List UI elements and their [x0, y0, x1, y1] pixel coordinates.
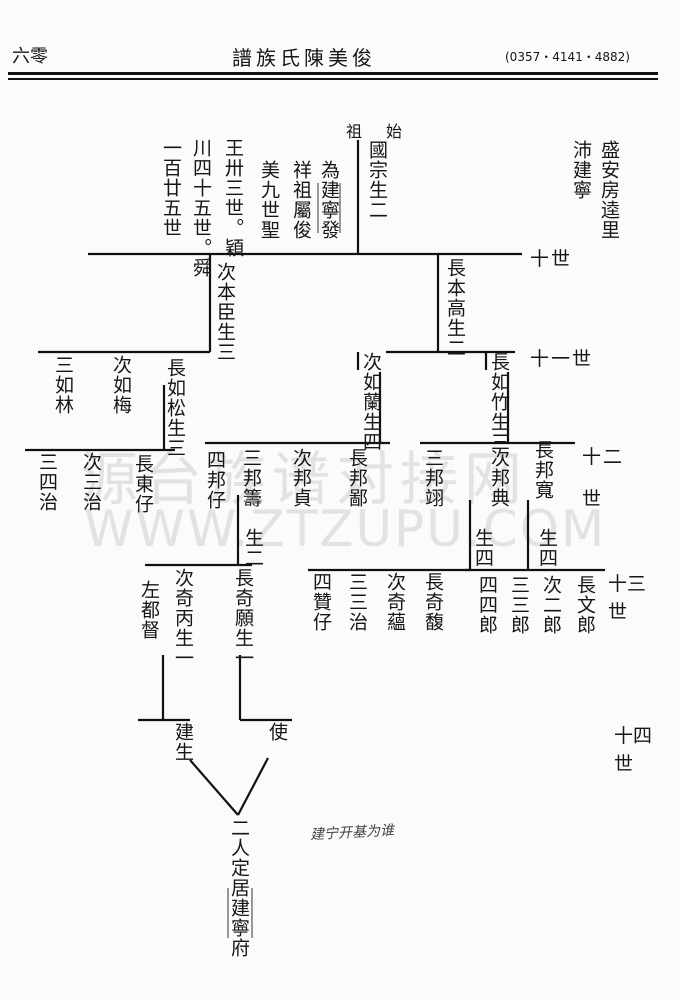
note-sheng2: 生二 — [242, 528, 264, 568]
person-zuodudu: 左都督 — [138, 580, 160, 640]
person-sanrulin: 三如林 — [52, 355, 74, 415]
person-sansizhi: 三四治 — [36, 452, 58, 512]
page-title: 譜族氏陳美俊 — [232, 46, 376, 70]
generation-10: 十世 — [530, 248, 573, 270]
person-changbangbi: 長邦鄙 — [346, 448, 368, 508]
note-sheng4-a: 生四 — [472, 528, 494, 568]
location-line-1: 盛安房逵里 — [598, 140, 620, 240]
person-changbengao: 長本高生二 — [444, 258, 466, 358]
person-changrusong: 長如松生三 — [164, 358, 186, 458]
person-cibangdian: 次邦典 — [488, 448, 510, 508]
header-rule-thick — [8, 72, 658, 75]
person-changdongzai: 長東仔 — [132, 454, 154, 514]
person-changqiyuan: 長奇願生一 — [232, 568, 254, 668]
person-cierlang: 次二郎 — [540, 575, 562, 635]
person-sibangzai: 四邦仔 — [204, 450, 226, 510]
origin-note-2: 祥祖屬俊 — [290, 160, 312, 240]
location-line-2: 沛建寧 — [570, 140, 592, 200]
page-number: 六零 — [12, 46, 48, 67]
origin-note-3: 美九世聖 — [258, 160, 280, 240]
person-cisanzhi: 次三治 — [80, 452, 102, 512]
generation-13: 十三世 — [608, 573, 647, 623]
phone-number: (0357・4141・4882) — [505, 50, 630, 64]
person-ciqiyun: 次奇蘊 — [384, 572, 406, 632]
settlement-note: 二人定居建寧府 — [228, 818, 250, 958]
origin-note-4: 王卅三世。穎 — [222, 138, 244, 258]
person-ciruomei: 次如梅 — [110, 355, 132, 415]
person-sanbangchou: 三邦籌 — [240, 448, 262, 508]
header-rule-thin — [8, 78, 658, 80]
person-jiansheng: 建生 — [172, 722, 194, 762]
person-shi: 使 — [266, 722, 288, 742]
person-cibenchen: 次本臣生三 — [214, 262, 236, 362]
origin-guozong: 國宗生二 — [366, 140, 388, 220]
origin-note-1: 為建寧發 — [318, 160, 340, 240]
origin-note-5: 川四十五世。舜 — [190, 138, 212, 278]
person-changwenlang: 長文郎 — [574, 575, 596, 635]
person-changruzhu: 長如竹生三 — [488, 352, 510, 452]
generation-11: 十一世 — [530, 348, 594, 370]
person-sansanzhi: 三三治 — [346, 572, 368, 632]
origin-label: 祖 始 — [346, 122, 407, 141]
generation-12: 十二世 — [582, 446, 625, 510]
person-sansanlang: 三三郎 — [508, 575, 530, 635]
person-changbangkuan: 長邦寬 — [532, 440, 554, 500]
generation-14: 十四世 — [614, 725, 653, 775]
person-ciqibing: 次奇丙生一 — [172, 568, 194, 668]
person-changqifu: 長奇馥 — [422, 572, 444, 632]
person-cirulan: 次如蘭生四 — [360, 352, 382, 452]
person-sisilang: 四四郎 — [476, 575, 498, 635]
person-sanbangxu: 三邦翊 — [422, 448, 444, 508]
person-sizanzai: 四贊仔 — [310, 572, 332, 632]
note-sheng4-b: 生四 — [536, 528, 558, 568]
origin-note-6: 一百廿五世 — [160, 138, 182, 238]
person-cibangzhen: 次邦貞 — [290, 448, 312, 508]
